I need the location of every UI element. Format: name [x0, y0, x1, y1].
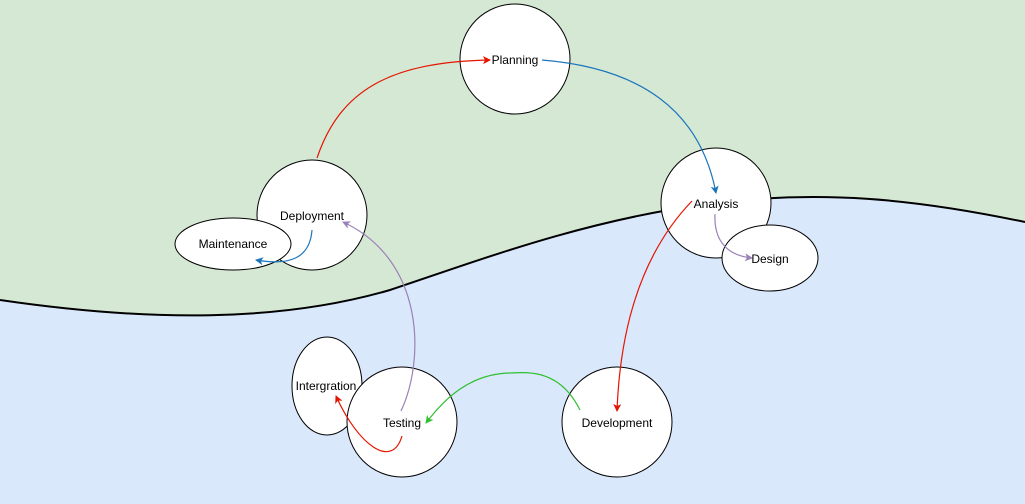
node-development[interactable] [561, 366, 673, 478]
label-planning: Planning [492, 53, 539, 67]
edge-analysis-to-development [613, 200, 693, 412]
label-analysis: Analysis [694, 197, 739, 211]
label-maintenance: Maintenance [199, 237, 268, 251]
edge-deployment-to-planning [316, 56, 491, 159]
label-testing: Testing [383, 416, 421, 430]
edge-deployment-to-maintenance [255, 229, 313, 266]
node-testing[interactable] [346, 366, 458, 478]
label-deployment: Deployment [280, 209, 345, 223]
edge-development-to-testing [425, 372, 581, 424]
region-divider [0, 195, 1025, 317]
edge-analysis-to-design [714, 213, 753, 262]
node-design[interactable] [721, 224, 819, 292]
edge-testing-to-deployment [342, 221, 416, 412]
node-maintenance[interactable] [174, 217, 292, 271]
label-development: Development [582, 416, 653, 430]
node-planning[interactable] [459, 3, 571, 115]
edge-testing-to-intergration [335, 395, 403, 453]
edge-planning-to-analysis [541, 59, 719, 194]
label-intergration: Intergration [296, 379, 357, 393]
label-design: Design [751, 252, 788, 266]
